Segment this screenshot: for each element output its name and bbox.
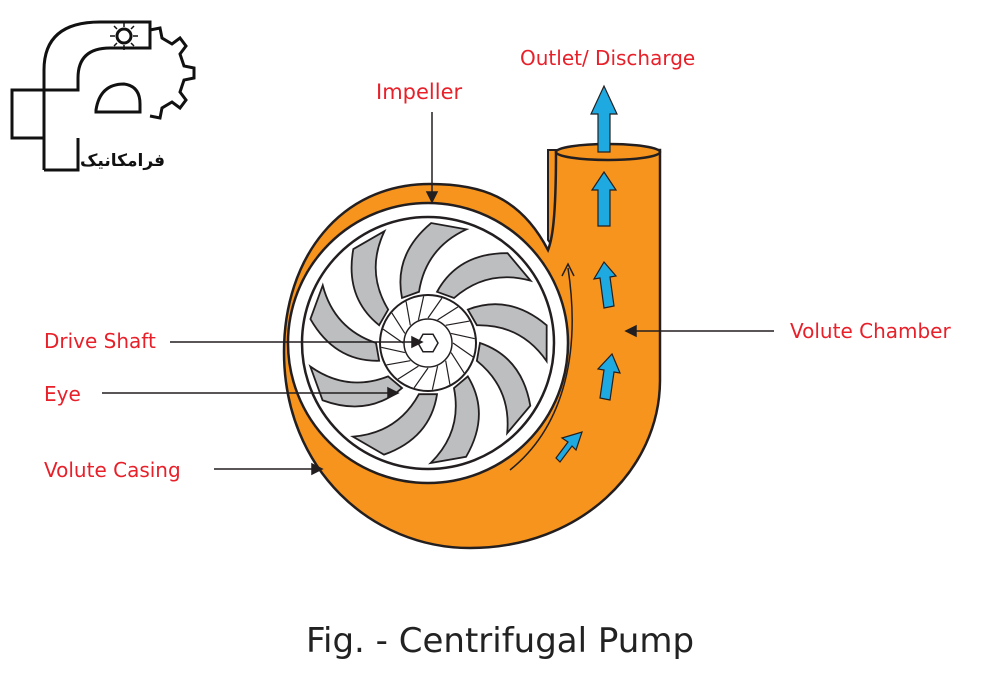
impeller-blade [466,303,548,365]
flow-arrow-outlet [590,84,618,153]
logo-gear [149,26,196,120]
impeller-blade [308,364,404,408]
hub-vane [450,332,475,340]
impeller-blade [399,222,470,300]
hub-vane [417,296,425,321]
impeller-blade [475,341,532,436]
flow-arrow-5 [590,170,618,227]
label-eye: Eye [44,382,81,406]
impeller-blades [308,222,548,465]
hub-vane [445,320,470,326]
hub-vane [427,297,443,319]
impeller-blade [435,252,534,300]
logo-sun-icon [115,27,133,45]
hub-vanes [381,296,475,390]
label-volute-casing: Volute Casing [44,458,181,482]
volute-flow-line [509,267,573,471]
hub-vane [450,352,465,374]
hub-vane [381,346,406,354]
flow-arrows [555,84,621,463]
logo-mark [10,20,196,172]
hub-vane [382,328,404,344]
flow-arrow-2 [555,431,583,463]
hub-vane [452,342,474,358]
flow-line-arrowhead [561,262,575,277]
hub-vane [445,360,451,385]
hub-vane [386,360,411,366]
hub-vane [437,306,459,321]
impeller-blade [428,375,480,465]
flow-arrow-3 [596,352,621,401]
logo-inner-hook [94,82,142,114]
impeller-blade [350,393,439,456]
logo-text: فرامکانیک [80,151,166,171]
label-impeller: Impeller [376,80,463,104]
hub-vane [391,312,406,334]
label-drive-shaft: Drive Shaft [44,329,156,353]
leader-lines [102,112,774,476]
hub-vane [431,365,439,390]
hub-vane [413,367,429,389]
flow-arrow-4 [592,260,618,309]
logo-shape [10,20,152,172]
figure-caption: Fig. - Centrifugal Pump [305,621,695,661]
impeller-blade [350,228,390,327]
hub-vane [397,365,419,380]
label-volute-chamber: Volute Chamber [790,319,951,343]
hub-vane [405,301,411,326]
label-outlet-discharge: Outlet/ Discharge [520,46,696,70]
